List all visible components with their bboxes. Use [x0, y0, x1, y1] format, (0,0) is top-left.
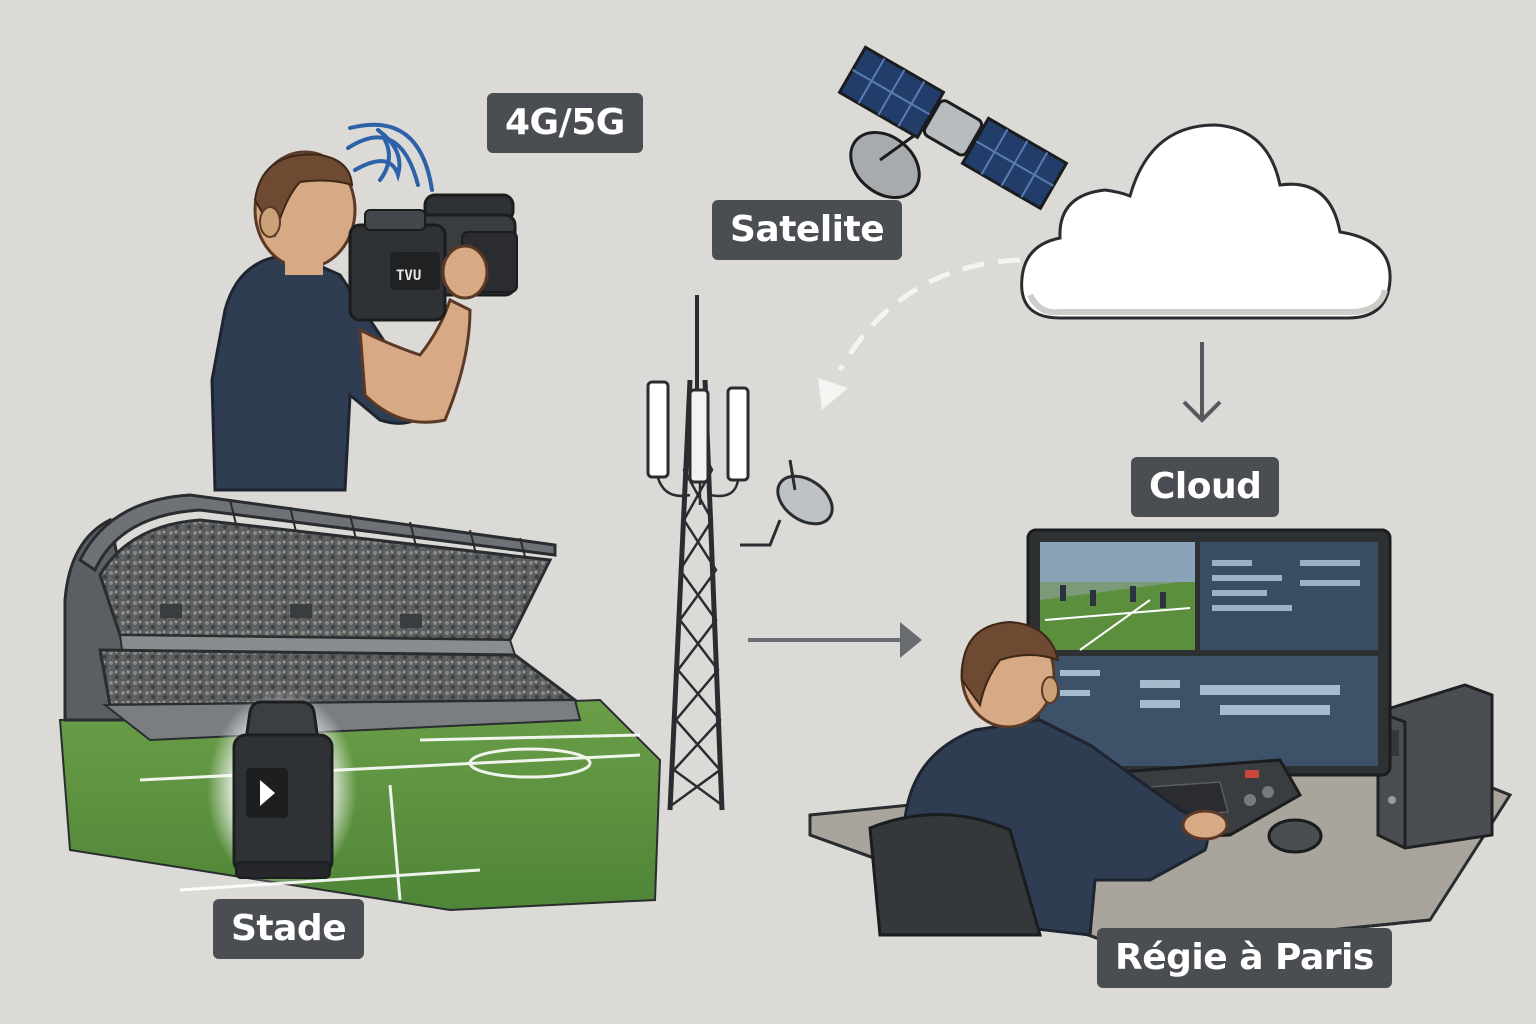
play-icon — [260, 780, 275, 806]
cloud-icon — [1020, 123, 1392, 320]
transmitter-backpack — [207, 690, 357, 890]
satellite-icon — [837, 45, 1069, 211]
stadium — [58, 493, 662, 912]
arrow-down-icon — [1182, 342, 1222, 423]
cameraman: TVU — [210, 122, 518, 492]
camera-brand: TVU — [396, 268, 421, 284]
stadium-label: Stade — [213, 899, 365, 959]
balcony-openings — [160, 604, 422, 628]
cloud-to-tower-dashed-arrow — [837, 257, 1021, 372]
cloud-label: Cloud — [1131, 457, 1280, 517]
control-room — [808, 528, 1513, 952]
network-label: 4G/5G — [487, 93, 643, 153]
arrow-right-icon — [748, 622, 922, 658]
wifi-signal-icon — [346, 122, 434, 192]
cell-tower-icon — [646, 295, 834, 811]
satellite-label: Satelite — [712, 200, 903, 260]
control-room-label: Régie à Paris — [1097, 928, 1392, 988]
video-camera: TVU — [348, 193, 518, 322]
tiny-players — [1060, 585, 1166, 608]
dashed-arrow-head — [818, 378, 848, 410]
